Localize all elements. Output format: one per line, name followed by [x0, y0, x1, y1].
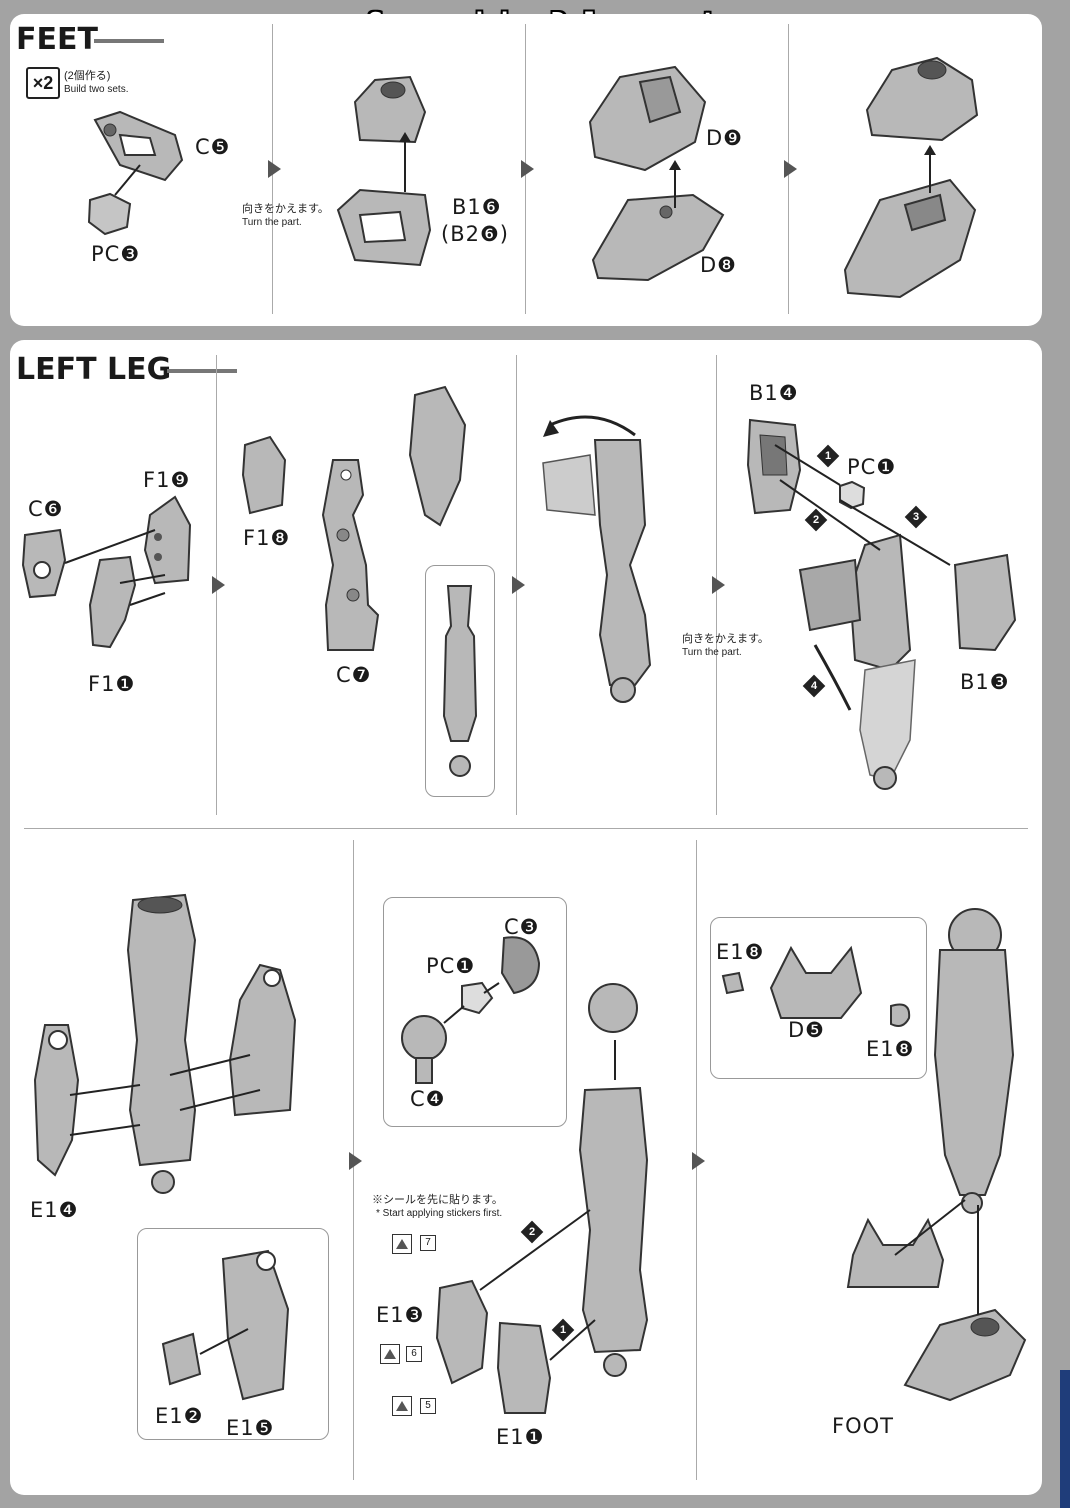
- page-edge-tab: [1060, 1370, 1070, 1508]
- leg-assembly-b13-illustration: [798, 533, 1017, 790]
- assembly-arrows: [774, 444, 951, 566]
- foot-top-shell-illustration: [353, 75, 427, 144]
- part-label-pc1: PC❶: [426, 954, 476, 978]
- left-leg-title: LEFT LEG: [16, 352, 238, 387]
- leg-armor-b14-illustration: [746, 418, 802, 515]
- foot-part-c5-illustration: [93, 110, 184, 182]
- detail-callout: [710, 917, 927, 1079]
- part-label-d9: D❾: [706, 126, 743, 150]
- part-label-d8: D❽: [700, 253, 737, 277]
- foot-sole-d8-illustration: [591, 193, 725, 282]
- assembly-arrows: [894, 1199, 979, 1315]
- step-arrow: [712, 576, 725, 594]
- part-label-b16: B1❻: [452, 195, 502, 219]
- leg-part-c6-illustration: [21, 528, 67, 599]
- foot-insert-arrow: [924, 145, 936, 193]
- detail-callout: [383, 897, 567, 1127]
- sticker-note-en: * Start applying stickers first.: [376, 1208, 503, 1219]
- turn-note-en: Turn the part.: [682, 647, 742, 658]
- polycap-pc1-illustration: [839, 480, 866, 510]
- leg-armor-e13-illustration: [435, 1279, 489, 1385]
- part-label-e18: E1❽: [866, 1037, 915, 1061]
- step-arrow: [692, 1152, 705, 1170]
- assembly-arrows: [479, 1209, 596, 1361]
- part-label-e14: E1❹: [30, 1198, 79, 1222]
- leg-armor-e11-illustration: [496, 1321, 552, 1414]
- assembly-arrows: [64, 529, 166, 606]
- part-label-f19: F1❾: [143, 468, 191, 492]
- sticker-note-ja: ※シールを先に貼ります。: [372, 1194, 503, 1206]
- part-label-b26: (B2❻): [441, 222, 509, 246]
- part-label-foot: FOOT: [832, 1414, 894, 1438]
- sticker-number: 6: [406, 1346, 422, 1362]
- sticker-number: 5: [420, 1398, 436, 1414]
- leg-part-e14-illustration: [33, 1024, 80, 1177]
- foot-insert-arrow: [669, 160, 681, 208]
- turn-note-en: Turn the part.: [242, 217, 302, 228]
- build-count-note-ja: (2個作る): [64, 70, 111, 82]
- leg-divider-row: [24, 828, 1028, 829]
- part-label-c4: C❹: [410, 1087, 446, 1111]
- step-arrow: [268, 160, 281, 178]
- sticker-number: 7: [420, 1235, 436, 1251]
- lower-leg-frame-illustration: [126, 893, 197, 1194]
- part-label-d5: D❺: [788, 1018, 825, 1042]
- turn-note-ja: 向きをかえます。: [242, 203, 329, 215]
- part-label-e12: E1❷: [155, 1404, 204, 1428]
- foot-base-b16-illustration: [336, 188, 432, 267]
- foot-illustration: [903, 1308, 1027, 1402]
- part-label-f11: F1❶: [88, 672, 136, 696]
- polycap-pc3-illustration: [87, 192, 132, 236]
- build-count-badge: ×2: [26, 67, 60, 99]
- part-label-e18: E1❽: [716, 940, 765, 964]
- step-arrow: [784, 160, 797, 178]
- leg-frame-c7-illustration: [321, 459, 380, 651]
- step-arrow: [512, 576, 525, 594]
- sticker-icon: [380, 1344, 400, 1364]
- detail-callout: [425, 565, 495, 797]
- part-label-b13: B1❸: [960, 670, 1010, 694]
- foot-complete-top-illustration: [865, 56, 979, 142]
- part-label-e13: E1❸: [376, 1303, 425, 1327]
- part-label-pc3: PC❸: [91, 242, 141, 266]
- part-label-c7: C❼: [336, 663, 372, 687]
- leg-part-f11-illustration: [88, 555, 137, 649]
- leg-part-f18-illustration: [241, 435, 287, 515]
- part-label-e15: E1❺: [226, 1416, 275, 1440]
- leg-part-f19-illustration: [143, 495, 192, 585]
- foot-complete-base-illustration: [843, 178, 977, 299]
- foot-assembly-line: [114, 164, 141, 196]
- foot-insert-arrow: [399, 132, 411, 192]
- part-label-c3: C❸: [504, 915, 540, 939]
- part-label-pc1: PC❶: [847, 455, 897, 479]
- foot-armor-d9-illustration: [588, 65, 707, 172]
- leg-turn-illustration: [542, 415, 652, 703]
- part-label-b14: B1❹: [749, 381, 799, 405]
- part-label-c6: C❻: [28, 497, 64, 521]
- lower-leg-assembly-illustration: [578, 983, 649, 1377]
- part-label-f18: F1❽: [243, 526, 291, 550]
- turn-note-ja: 向きをかえます。: [682, 633, 769, 645]
- leg-part-right-illustration: [408, 385, 467, 527]
- complete-leg-illustration: [933, 908, 1015, 1214]
- lower-leg-side-piece-illustration: [228, 963, 297, 1117]
- sticker-icon: [392, 1396, 412, 1416]
- step-arrow: [349, 1152, 362, 1170]
- step-arrow: [521, 160, 534, 178]
- part-label-c5: C❺: [195, 135, 231, 159]
- sticker-icon: [392, 1234, 412, 1254]
- detail-callout: [137, 1228, 329, 1440]
- assembly-arrows: [69, 1054, 261, 1136]
- step-arrow: [212, 576, 225, 594]
- feet-title: FEET: [16, 22, 164, 57]
- build-count-note-en: Build two sets.: [64, 84, 129, 95]
- part-label-e11: E1❶: [496, 1425, 545, 1449]
